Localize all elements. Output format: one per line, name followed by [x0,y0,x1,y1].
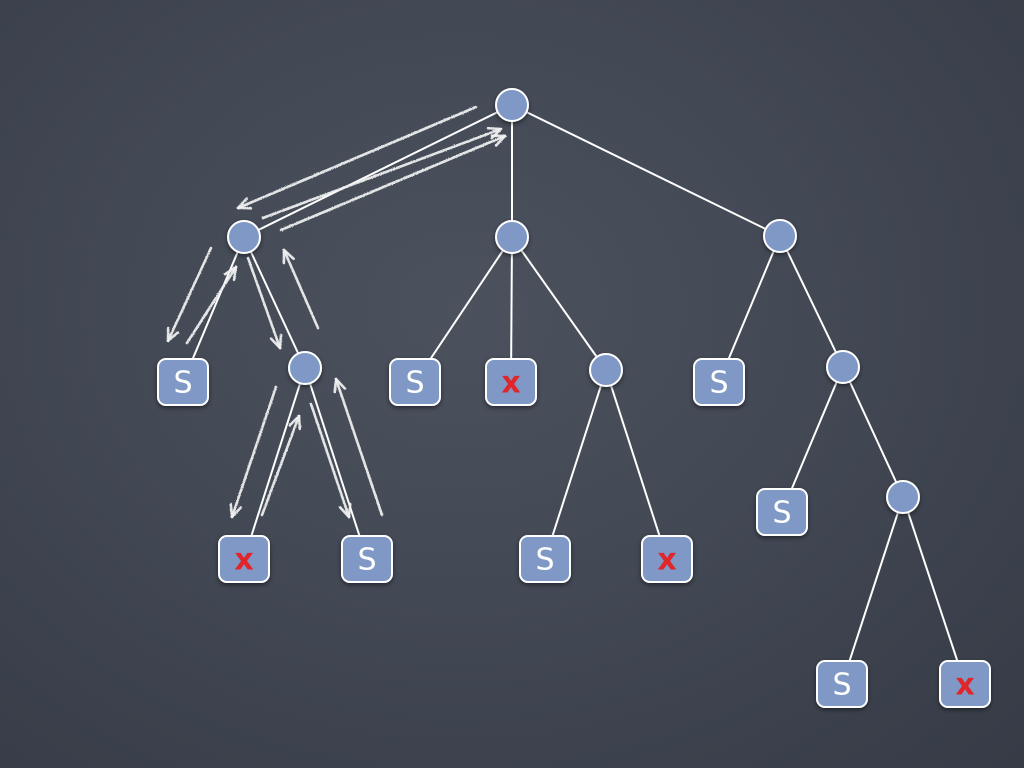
solution-label: S [772,496,791,531]
traversal-arrow [279,134,507,232]
tree-edge [544,369,607,560]
traversal-arrows [166,105,507,519]
branch-node [495,220,529,254]
traversal-arrow [246,256,283,350]
tree-edge [414,236,513,383]
solution-leaf: S [389,358,441,406]
solution-leaf: S [693,358,745,406]
tree-edge [779,235,844,368]
tree-edge [511,236,607,371]
failure-leaf: x [485,358,537,406]
tree-edge [304,367,368,560]
solution-label: S [405,366,424,401]
traversal-arrow [236,105,478,210]
traversal-arrow [333,377,384,517]
branch-node [826,350,860,384]
traversal-arrow [166,246,213,343]
tree-edge [781,366,844,513]
branch-node [227,220,261,254]
failure-leaf: x [939,660,991,708]
branch-node [589,353,623,387]
tree-edge [182,236,245,383]
tree-edge [842,366,904,498]
fail-mark: x [955,668,974,703]
tree-edge [718,235,781,383]
branch-node [288,351,322,385]
branch-node [763,219,797,253]
solution-leaf: S [519,535,571,583]
fail-mark: x [657,543,676,578]
traversal-arrow [260,414,302,517]
tree-edge [902,496,966,685]
failure-leaf: x [641,535,693,583]
tree-edge [243,104,513,238]
solution-label: S [832,668,851,703]
solution-leaf: S [341,535,393,583]
tree-edge [243,236,306,369]
solution-leaf: S [816,660,868,708]
fail-mark: x [234,543,253,578]
solution-leaf: S [756,488,808,536]
branch-node [886,480,920,514]
traversal-arrow [185,265,238,345]
solution-leaf: S [157,358,209,406]
solution-label: S [173,366,192,401]
traversal-arrow [229,385,278,519]
traversal-arrow [309,402,352,519]
solution-label: S [709,366,728,401]
tree-edges [182,104,966,685]
tree-edge [605,369,668,560]
tree-edge [511,104,781,237]
tree-edge [841,496,904,685]
tree-edge [243,367,306,560]
traversal-arrow [261,126,503,220]
tree-edge [510,236,513,383]
traversal-arrow [282,248,320,330]
branch-node [495,88,529,122]
solution-label: S [357,543,376,578]
failure-leaf: x [218,535,270,583]
fail-mark: x [501,366,520,401]
solution-label: S [535,543,554,578]
